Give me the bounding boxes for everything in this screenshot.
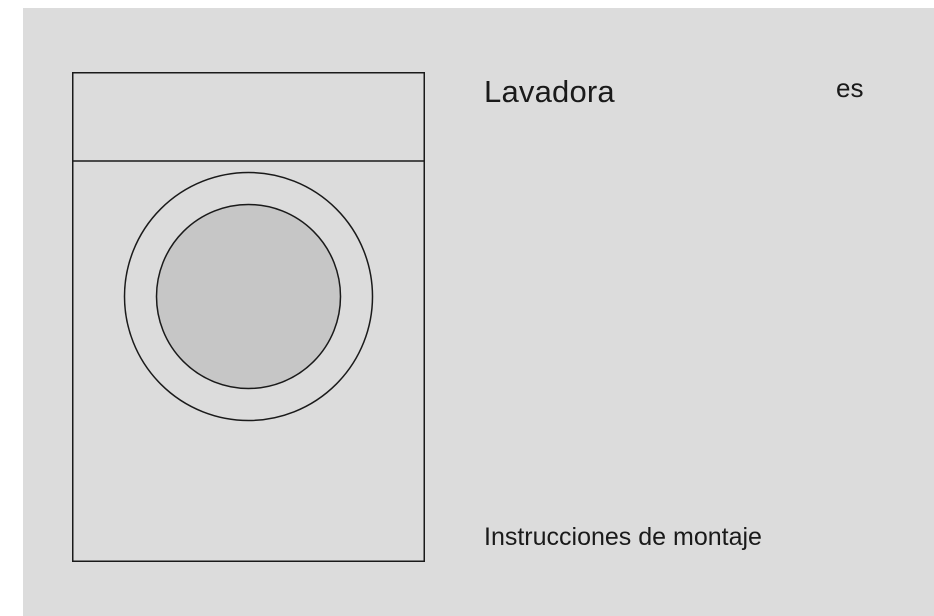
washing-machine-icon bbox=[72, 72, 425, 562]
document-subtitle: Instrucciones de montaje bbox=[484, 523, 762, 551]
door-ring bbox=[123, 171, 374, 422]
machine-body bbox=[72, 72, 425, 562]
door-glass bbox=[155, 203, 342, 390]
document-title: Lavadora bbox=[484, 74, 615, 109]
language-code: es bbox=[836, 73, 864, 103]
